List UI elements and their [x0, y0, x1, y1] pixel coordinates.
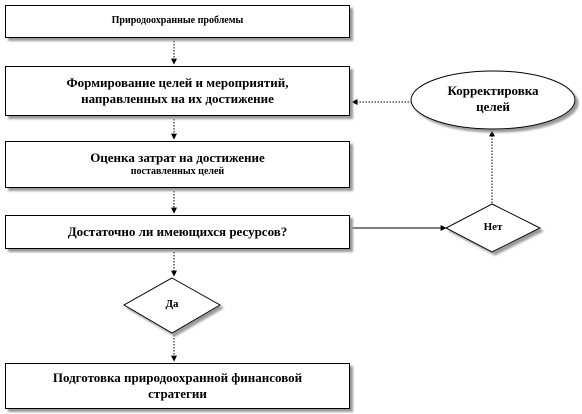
- box-goals-formation: Формирование целей и мероприятий, направ…: [5, 66, 350, 116]
- box-goals-line2: направленных на их достижение: [81, 91, 274, 106]
- box-costs-line1: Оценка затрат на достижение: [90, 150, 265, 166]
- box-environmental-problems: Природоохранные проблемы: [5, 5, 350, 38]
- ellipse-label: Корректировка целей: [413, 78, 573, 120]
- box-resources-text: Достаточно ли имеющихся ресурсов?: [67, 223, 288, 239]
- box-strategy-line1: Подготовка природоохранной финансовой: [52, 369, 303, 385]
- decision-yes-text: Да: [165, 298, 179, 311]
- box-goals-line1: Формирование целей и мероприятий,: [66, 74, 289, 90]
- correction-ellipse: [410, 70, 576, 130]
- box-cost-estimation: Оценка затрат на достижение поставленных…: [5, 141, 350, 188]
- decision-no-text: Нет: [483, 221, 503, 234]
- box-problems-text: Природоохранные проблемы: [111, 15, 244, 27]
- box-resources-question: Достаточно ли имеющихся ресурсов?: [5, 215, 350, 249]
- ellipse-line2: целей: [476, 99, 510, 114]
- decision-yes-diamond: [122, 277, 222, 334]
- box-strategy-line2: стратегии: [148, 386, 207, 401]
- ellipse-line1: Корректировка: [447, 83, 539, 99]
- decision-no-label: Нет: [446, 215, 540, 241]
- box-costs-line2: поставленных целей: [130, 166, 225, 178]
- decision-no-diamond: [444, 203, 542, 253]
- box-financial-strategy: Подготовка природоохранной финансовой ст…: [5, 363, 350, 409]
- decision-yes-label: Да: [124, 292, 220, 318]
